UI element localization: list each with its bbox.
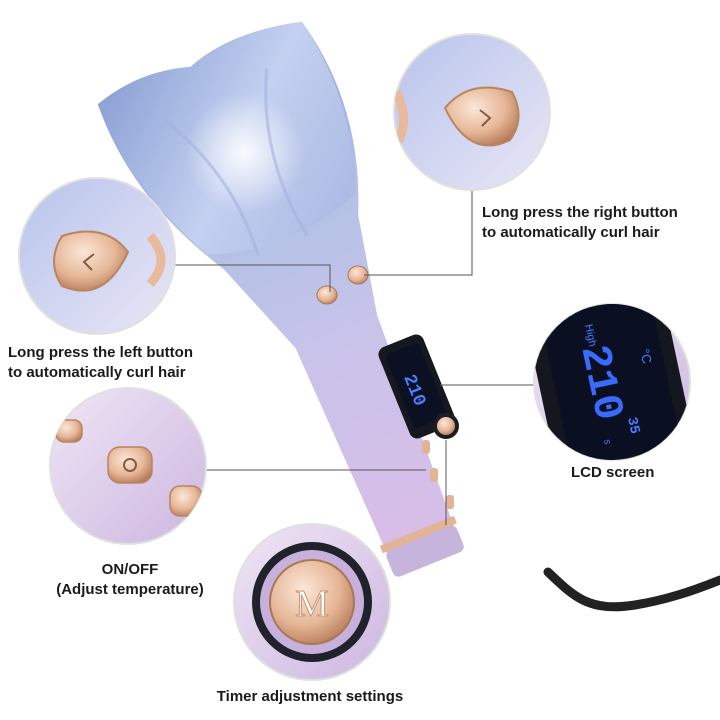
m-button-label: M: [295, 583, 329, 625]
caption-onoff-line2: (Adjust temperature): [56, 581, 204, 598]
curl-left-button-zoom[interactable]: [53, 230, 130, 292]
caption-right-line1: Long press the right button: [482, 204, 678, 221]
m-button-zoom[interactable]: [269, 559, 355, 645]
leader-left: [172, 264, 331, 292]
zoom-timer: M: [233, 523, 391, 681]
side-button-3[interactable]: [446, 495, 454, 509]
side-button-zoom-2[interactable]: [107, 446, 153, 484]
lcd-unit-zoom: °C: [637, 348, 655, 365]
zoom-right-button: [393, 33, 551, 191]
caption-onoff-line1: ON/OFF: [101, 561, 159, 578]
side-button-1[interactable]: [422, 440, 430, 454]
caption-onoff: ON/OFF (Adjust temperature): [40, 560, 220, 600]
caption-left-line1: Long press the left button: [8, 344, 193, 361]
lcd-timer-zoom: 35: [623, 416, 642, 436]
power-cord: [543, 567, 720, 612]
lcd-panel-small: [378, 334, 455, 439]
side-button-zoom-3[interactable]: [169, 485, 203, 517]
lcd-timer-unit-zoom: s: [601, 438, 613, 445]
side-button-2[interactable]: [430, 468, 438, 482]
m-button-small[interactable]: [433, 413, 459, 439]
lcd-mode-zoom: High: [582, 323, 598, 348]
curl-left-button-small[interactable]: [316, 285, 338, 305]
zoom-left-button: [18, 177, 176, 335]
zoom-lcd: High 210 °C 35 s: [533, 303, 691, 461]
caption-lcd: LCD screen: [571, 464, 655, 481]
side-button-zoom-1[interactable]: [55, 419, 83, 443]
caption-left-button: Long press the left button to automatica…: [8, 343, 238, 383]
curl-right-button-zoom[interactable]: [443, 86, 520, 147]
leader-right: [364, 190, 473, 276]
caption-right-line2: to automatically curl hair: [482, 224, 660, 241]
caption-left-line2: to automatically curl hair: [8, 364, 186, 381]
zoom-onoff: [49, 387, 207, 545]
caption-timer: Timer adjustment settings: [216, 688, 404, 705]
curler-body: [97, 21, 464, 577]
caption-right-button: Long press the right button to automatic…: [482, 203, 718, 243]
